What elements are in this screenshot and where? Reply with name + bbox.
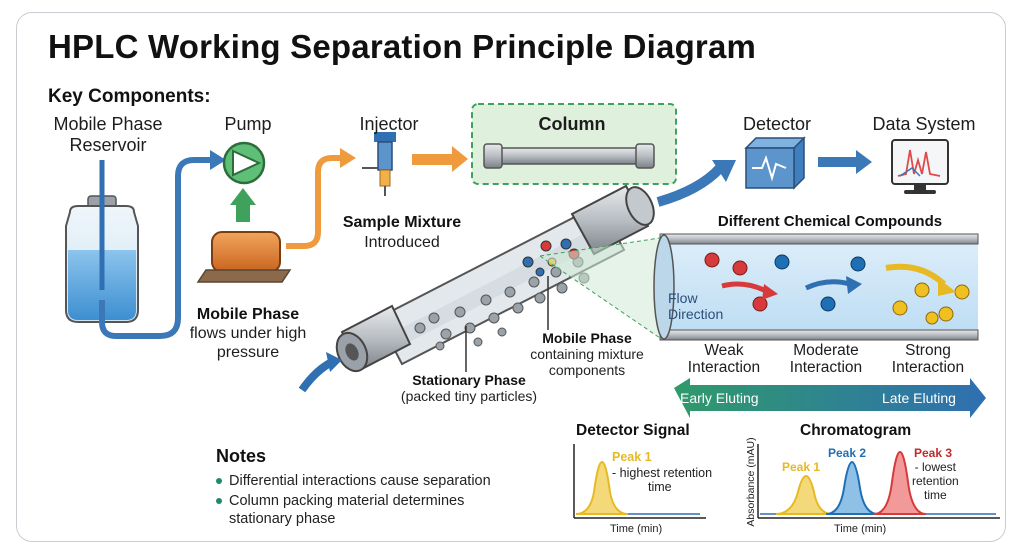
injector-label: Injector — [359, 114, 419, 134]
column-label: Column — [538, 114, 606, 134]
late-eluting-label: Late Eluting — [882, 390, 956, 406]
mobile-phase-left-label: Mobile Phase flows under high pressure — [189, 306, 307, 361]
chrom-peak3-note: - lowest retention time — [912, 460, 959, 502]
detector-xlabel: Time (min) — [610, 523, 663, 535]
chrom-peak1-label: Peak 1 — [782, 460, 821, 474]
notes-item: Column packing material determines — [216, 492, 491, 510]
moderate-interaction-label: Moderate Interaction — [789, 342, 863, 376]
chrom-peak2-label: Peak 2 — [828, 446, 867, 460]
column-icon — [483, 143, 655, 169]
detector-signal-title: Detector Signal — [576, 422, 690, 439]
compounds-title: Different Chemical Compounds — [717, 213, 943, 230]
chrom-peak3-label: Peak 3 — [914, 446, 953, 460]
notes-title: Notes — [216, 446, 267, 466]
bullet-icon — [216, 478, 222, 485]
early-eluting-label: Early Eluting — [680, 390, 759, 406]
detector-label: Detector — [742, 114, 812, 134]
detector-peak-note: - highest retention time — [612, 466, 713, 494]
injector-icon — [362, 132, 396, 196]
mobile-phase-mid-label: Mobile Phase containing mixture componen… — [530, 330, 644, 378]
detector-signal-chart — [573, 444, 706, 519]
pump-icon — [196, 141, 292, 283]
notes-item: Differential interactions cause separati… — [216, 472, 491, 490]
reservoir-label: Mobile Phase Reservoir — [53, 114, 163, 155]
key-components-heading: Key Components: — [48, 86, 211, 107]
chromatogram-xlabel: Time (min) — [834, 523, 887, 535]
flow-tube-icon — [653, 233, 979, 341]
notes-list: Differential interactions cause separati… — [216, 472, 491, 528]
chromatogram-chart — [757, 444, 1000, 519]
detector-peak-label: Peak 1 — [612, 450, 652, 464]
detector-icon — [744, 136, 806, 190]
sample-mixture-label: Sample Mixture Introduced — [342, 214, 462, 251]
pump-label: Pump — [224, 114, 272, 134]
reservoir-bottle-icon — [65, 160, 139, 323]
big-column-icon — [335, 184, 655, 373]
data-system-label: Data System — [872, 114, 976, 134]
stationary-phase-label: Stationary Phase (packed tiny particles) — [400, 372, 538, 404]
notes-item-continuation: stationary phase — [229, 511, 336, 527]
chromatogram-ylabel: Absorbance (mAU) — [745, 437, 757, 527]
chromatogram-title: Chromatogram — [800, 422, 912, 439]
monitor-icon — [891, 139, 949, 194]
bullet-icon — [216, 498, 222, 505]
page-title: HPLC Working Separation Principle Diagra… — [48, 28, 757, 65]
weak-interaction-label: Weak Interaction — [687, 342, 761, 376]
flow-direction-label: Flow Direction — [668, 290, 724, 322]
strong-interaction-label: Strong Interaction — [891, 342, 965, 376]
